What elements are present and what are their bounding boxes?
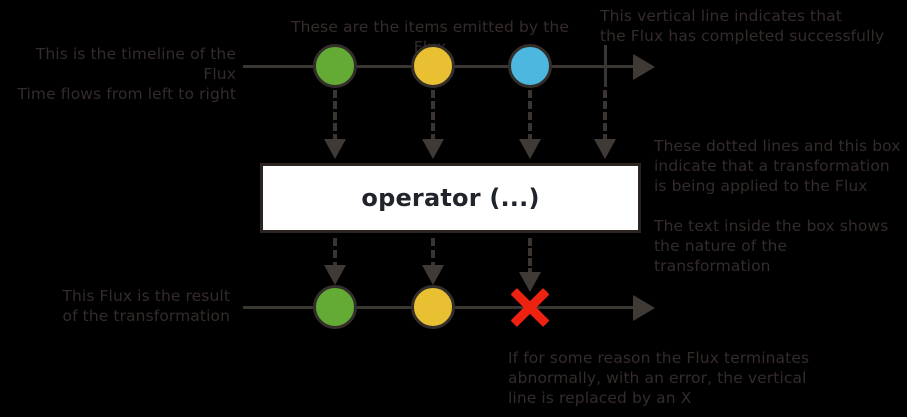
dotted-line-source-blue: [528, 90, 532, 142]
annotation-result-timeline: This Flux is the result of the transform…: [62, 287, 230, 325]
operator-box-label: operator (...): [361, 184, 540, 212]
dotted-line-source-green: [333, 90, 337, 142]
error-x-icon[interactable]: [507, 284, 553, 330]
dotted-arrowhead-result-green-icon: [324, 265, 346, 285]
dotted-arrowhead-completion-icon: [594, 139, 616, 159]
dotted-arrowhead-result-yellow-icon: [422, 265, 444, 285]
completion-line: [604, 45, 607, 87]
dotted-arrowhead-result-error-icon: [519, 272, 541, 292]
marble-blue-source[interactable]: [508, 44, 552, 88]
source-timeline-arrowhead-icon: [633, 53, 655, 80]
dotted-line-completion: [603, 90, 607, 142]
annotation-completion: This vertical line indicates that the Fl…: [600, 7, 885, 45]
dotted-arrowhead-source-yellow-icon: [422, 139, 444, 159]
annotation-error-note: If for some reason the Flux terminates a…: [508, 349, 810, 407]
dotted-line-result-yellow: [431, 238, 435, 270]
marble-green-source[interactable]: [313, 44, 357, 88]
dotted-arrowhead-source-green-icon: [324, 139, 346, 159]
annotation-source-timeline: This is the timeline of the Flux Time fl…: [17, 45, 236, 103]
dotted-line-result-error: [528, 238, 532, 276]
operator-box[interactable]: operator (...): [260, 163, 641, 233]
annotation-box-text-meaning: The text inside the box shows the nature…: [654, 217, 889, 275]
marble-yellow-source[interactable]: [411, 44, 455, 88]
dotted-line-result-green: [333, 238, 337, 270]
dotted-arrowhead-source-blue-icon: [519, 139, 541, 159]
dotted-line-source-yellow: [431, 90, 435, 142]
marble-green-result[interactable]: [313, 285, 357, 329]
result-timeline-arrowhead-icon: [633, 294, 655, 321]
annotation-transformation: These dotted lines and this box indicate…: [654, 137, 901, 195]
marble-yellow-result[interactable]: [411, 285, 455, 329]
